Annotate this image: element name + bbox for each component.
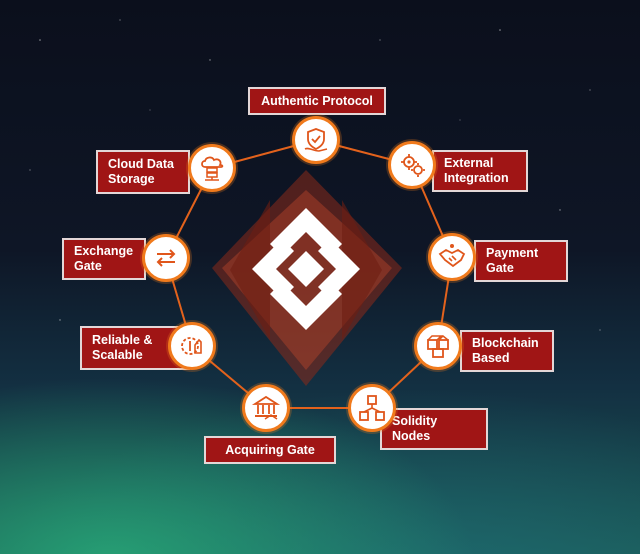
feature-label-exchange-gate: Exchange Gate <box>62 238 146 280</box>
feature-label-payment-gate: Payment Gate <box>474 240 568 282</box>
feature-node-authentic-protocol <box>292 116 340 164</box>
handshake-icon <box>438 244 466 268</box>
blocks-icon <box>427 334 449 358</box>
network-cubes-icon <box>359 395 385 421</box>
cloud-server-icon <box>201 156 224 181</box>
feature-label-acquiring-gate: Acquiring Gate <box>204 436 336 464</box>
gears-icon <box>401 154 425 177</box>
feature-label-solidity-nodes: Solidity Nodes <box>380 408 488 450</box>
feature-node-reliable-scalable <box>168 322 216 370</box>
exchange-arrows-icon <box>156 249 176 267</box>
star-field <box>29 19 601 331</box>
feature-node-exchange-gate <box>142 234 190 282</box>
feature-node-external-integration <box>388 141 436 189</box>
feature-label-blockchain-based: Blockchain Based <box>460 330 554 372</box>
thumbs-up-gear-icon <box>181 337 202 355</box>
feature-label-cloud-data-storage: Cloud Data Storage <box>96 150 190 194</box>
feature-node-blockchain-based <box>414 322 462 370</box>
feature-node-payment-gate <box>428 233 476 281</box>
bank-icon <box>251 395 281 420</box>
feature-node-solidity-nodes <box>348 384 396 432</box>
center-logo <box>212 170 402 386</box>
shield-hand-icon <box>304 128 328 152</box>
feature-node-cloud-data-storage <box>188 144 236 192</box>
feature-label-authentic-protocol: Authentic Protocol <box>248 87 386 115</box>
feature-label-external-integration: External Integration <box>432 150 528 192</box>
feature-node-acquiring-gate <box>242 384 290 432</box>
